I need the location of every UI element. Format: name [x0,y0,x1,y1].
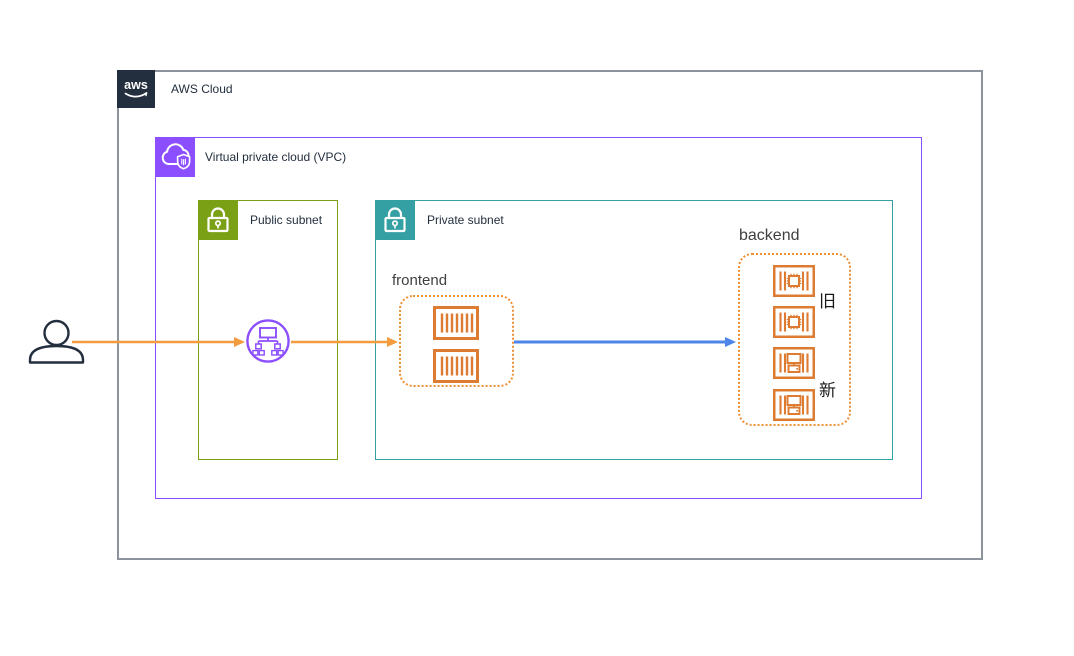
backend-label: backend [739,227,800,244]
private-subnet-header: Private subnet [375,200,504,240]
vpc-cloud-shield-icon [155,137,195,177]
container-icon[interactable] [433,306,479,340]
lock-icon [198,200,238,240]
container-chip-icon[interactable] [773,306,815,338]
public-subnet-label: Public subnet [250,213,323,227]
container-icon[interactable] [433,349,479,383]
elastic-load-balancer-icon[interactable] [244,317,292,365]
container-chip-icon[interactable] [773,265,815,297]
aws-logo-icon: aws [117,70,155,108]
public-subnet-group[interactable] [198,200,338,460]
new-version-label: 新 [819,381,836,400]
backend-group[interactable] [738,253,851,426]
private-subnet-label: Private subnet [427,213,504,227]
container-monitor-icon[interactable] [773,347,815,379]
vpc-label: Virtual private cloud (VPC) [205,150,347,164]
frontend-group[interactable] [399,295,514,387]
private-subnet-group[interactable] [375,200,893,460]
aws-logo-text: aws [124,78,148,92]
aws-cloud-label: AWS Cloud [171,82,233,96]
container-monitor-icon[interactable] [773,389,815,421]
public-subnet-header: Public subnet [198,200,322,240]
aws-cloud-group[interactable] [117,70,983,560]
frontend-label: frontend [392,272,448,289]
user-icon[interactable] [28,319,85,364]
lock-icon [375,200,415,240]
vpc-header: Virtual private cloud (VPC) [155,137,346,177]
old-version-label: 旧 [819,292,836,311]
vpc-group[interactable] [155,137,922,499]
aws-cloud-header: aws AWS Cloud [117,70,233,108]
